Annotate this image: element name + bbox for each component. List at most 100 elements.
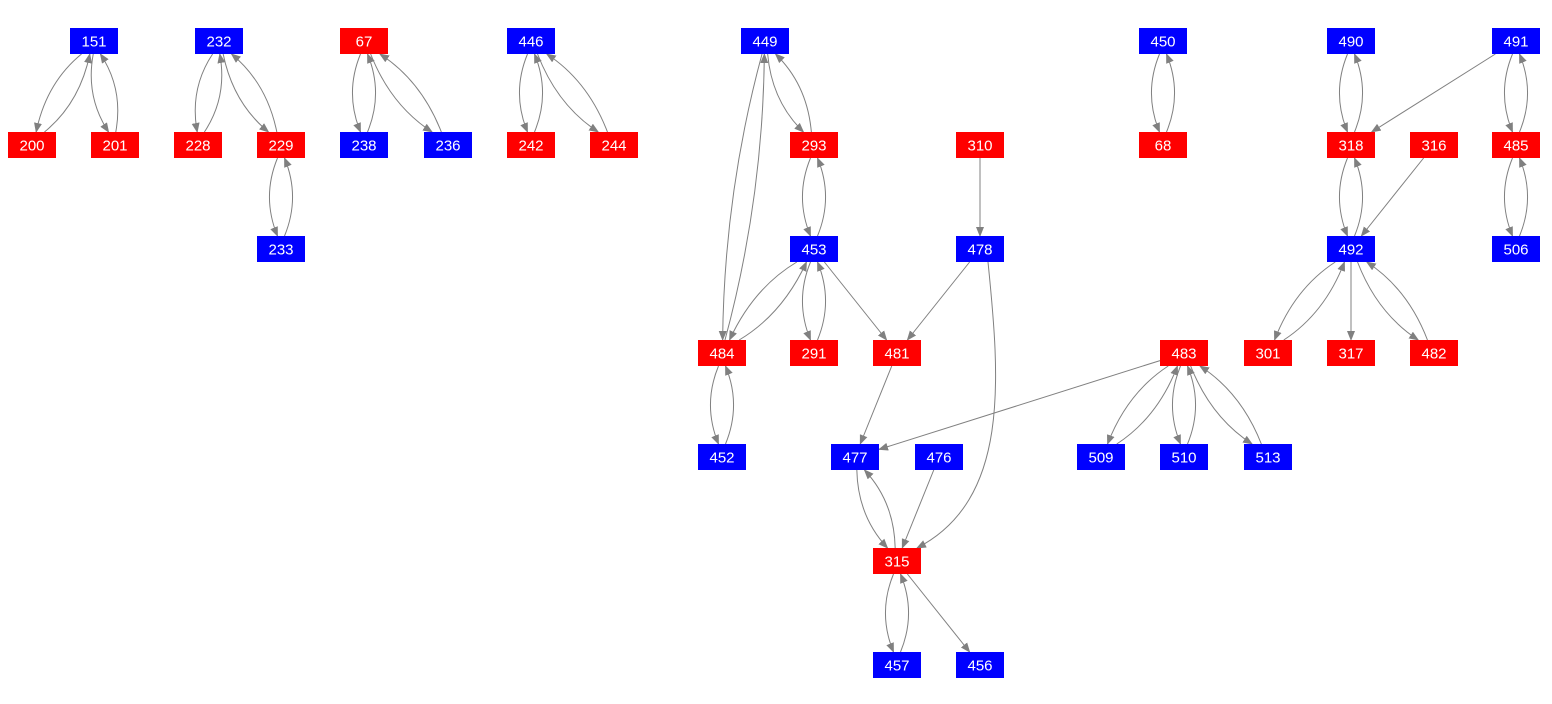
edge-453-to-291 (801, 261, 811, 341)
node-box (174, 132, 222, 158)
node-151[interactable]: 151 (70, 28, 118, 54)
node-453[interactable]: 453 (790, 236, 838, 262)
node-491[interactable]: 491 (1492, 28, 1540, 54)
node-318[interactable]: 318 (1327, 132, 1375, 158)
node-label: 485 (1503, 138, 1528, 155)
node-481[interactable]: 481 (873, 340, 921, 366)
node-316[interactable]: 316 (1410, 132, 1458, 158)
node-233[interactable]: 233 (257, 236, 305, 262)
edge-492-to-482 (1357, 261, 1420, 341)
edge-485-to-491 (1519, 53, 1529, 133)
node-492[interactable]: 492 (1327, 236, 1375, 262)
node-box (873, 340, 921, 366)
edge-151-to-201 (90, 53, 110, 133)
edge-492-to-318 (1354, 157, 1364, 237)
node-200[interactable]: 200 (8, 132, 56, 158)
node-317[interactable]: 317 (1327, 340, 1375, 366)
edge-446-to-242 (518, 53, 528, 133)
edge-484-to-453 (738, 261, 807, 341)
node-310[interactable]: 310 (956, 132, 1004, 158)
edge-457-to-315 (900, 573, 910, 653)
node-label: 68 (1155, 138, 1172, 155)
node-478[interactable]: 478 (956, 236, 1004, 262)
node-label: 151 (81, 34, 106, 51)
node-446[interactable]: 446 (507, 28, 555, 54)
edge-244-to-446 (545, 53, 608, 133)
node-483[interactable]: 483 (1160, 340, 1208, 366)
edge-67-to-236 (370, 53, 433, 133)
edges-layer (34, 53, 1529, 653)
node-490[interactable]: 490 (1327, 28, 1375, 54)
node-482[interactable]: 482 (1410, 340, 1458, 366)
node-box (590, 132, 638, 158)
node-box (1327, 132, 1375, 158)
node-513[interactable]: 513 (1244, 444, 1292, 470)
node-238[interactable]: 238 (340, 132, 388, 158)
node-box (956, 132, 1004, 158)
node-box (698, 444, 746, 470)
node-450[interactable]: 450 (1139, 28, 1187, 54)
node-box (507, 28, 555, 54)
node-201[interactable]: 201 (91, 132, 139, 158)
edge-293-to-449 (774, 53, 812, 133)
node-315[interactable]: 315 (873, 548, 921, 574)
node-456[interactable]: 456 (956, 652, 1004, 678)
edge-200-to-151 (44, 53, 92, 133)
node-510[interactable]: 510 (1160, 444, 1208, 470)
edge-449-to-293 (767, 53, 805, 133)
edge-232-to-229 (222, 53, 270, 133)
node-label: 491 (1503, 34, 1528, 51)
node-477[interactable]: 477 (831, 444, 879, 470)
node-box (790, 340, 838, 366)
node-476[interactable]: 476 (915, 444, 963, 470)
edge-483-to-477 (878, 360, 1161, 451)
node-67[interactable]: 67 (340, 28, 388, 54)
edge-68-to-450 (1166, 53, 1176, 133)
node-293[interactable]: 293 (790, 132, 838, 158)
node-484[interactable]: 484 (698, 340, 746, 366)
node-label: 456 (967, 658, 992, 675)
node-box (956, 236, 1004, 262)
node-485[interactable]: 485 (1492, 132, 1540, 158)
node-301[interactable]: 301 (1244, 340, 1292, 366)
node-box (831, 444, 879, 470)
node-box (873, 548, 921, 574)
node-label: 457 (884, 658, 909, 675)
node-box (340, 28, 388, 54)
node-509[interactable]: 509 (1077, 444, 1125, 470)
node-242[interactable]: 242 (507, 132, 555, 158)
node-449[interactable]: 449 (741, 28, 789, 54)
node-box (1492, 132, 1540, 158)
node-box (91, 132, 139, 158)
node-68[interactable]: 68 (1139, 132, 1187, 158)
node-box (1410, 132, 1458, 158)
node-box (70, 28, 118, 54)
edge-229-to-233 (268, 157, 278, 237)
node-label: 244 (601, 138, 626, 155)
node-box (790, 236, 838, 262)
node-228[interactable]: 228 (174, 132, 222, 158)
node-label: 301 (1255, 346, 1280, 363)
node-label: 506 (1503, 242, 1528, 259)
node-label: 200 (19, 138, 44, 155)
node-506[interactable]: 506 (1492, 236, 1540, 262)
node-label: 476 (926, 450, 951, 467)
edge-509-to-483 (1116, 365, 1178, 445)
node-457[interactable]: 457 (873, 652, 921, 678)
node-label: 291 (801, 346, 826, 363)
node-229[interactable]: 229 (257, 132, 305, 158)
node-box (1410, 340, 1458, 366)
node-452[interactable]: 452 (698, 444, 746, 470)
node-label: 318 (1338, 138, 1363, 155)
node-label: 490 (1338, 34, 1363, 51)
edge-450-to-68 (1150, 53, 1160, 133)
node-291[interactable]: 291 (790, 340, 838, 366)
edge-478-to-481 (906, 261, 971, 341)
edge-453-to-293 (817, 157, 827, 237)
node-232[interactable]: 232 (195, 28, 243, 54)
node-244[interactable]: 244 (590, 132, 638, 158)
edge-318-to-490 (1354, 53, 1364, 133)
node-label: 452 (709, 450, 734, 467)
node-label: 446 (518, 34, 543, 51)
node-236[interactable]: 236 (424, 132, 472, 158)
